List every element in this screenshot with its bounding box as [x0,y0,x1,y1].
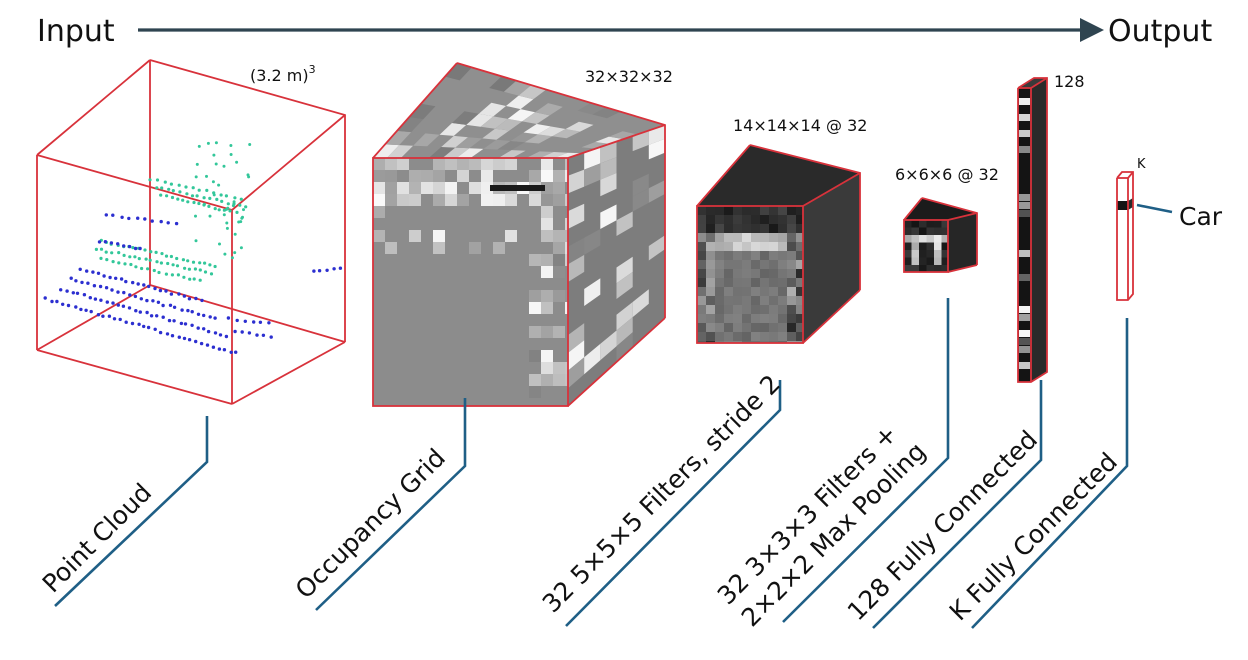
fc-k-caption: K Fully Connected [944,447,1123,626]
car-output-connector [1136,203,1173,214]
fc-k-size-label: K [1137,157,1146,172]
lidar-points [43,141,343,354]
point-cloud-size-label: (3.2 m)3 [250,63,316,85]
occupancy-grid-caption: Occupancy Grid [290,443,451,604]
conv2-caption-line2: 2×2×2 Max Pooling [736,437,932,633]
fc128-vector [1017,77,1048,383]
fc-k-vector [1116,171,1134,301]
car-class-label: Car [1179,202,1223,231]
conv1-size-label: 14×14×14 @ 32 [733,116,867,135]
car-activation-cell [1117,201,1128,210]
occupancy-grid-size-label: 32×32×32 [585,67,673,86]
point-cloud-cube [36,59,346,405]
conv2-size-label: 6×6×6 @ 32 [895,165,999,184]
conv1-feature-cube [696,144,861,344]
occupancy-grid-cube [372,62,666,407]
conv2-feature-cube [903,197,978,273]
input-label: Input [37,14,115,49]
point-cloud-caption: Point Cloud [37,478,158,599]
output-label: Output [1108,14,1212,49]
flow-arrow [138,18,1104,42]
fc128-size-label: 128 [1054,72,1085,91]
caption-leader-lines [54,298,1129,629]
